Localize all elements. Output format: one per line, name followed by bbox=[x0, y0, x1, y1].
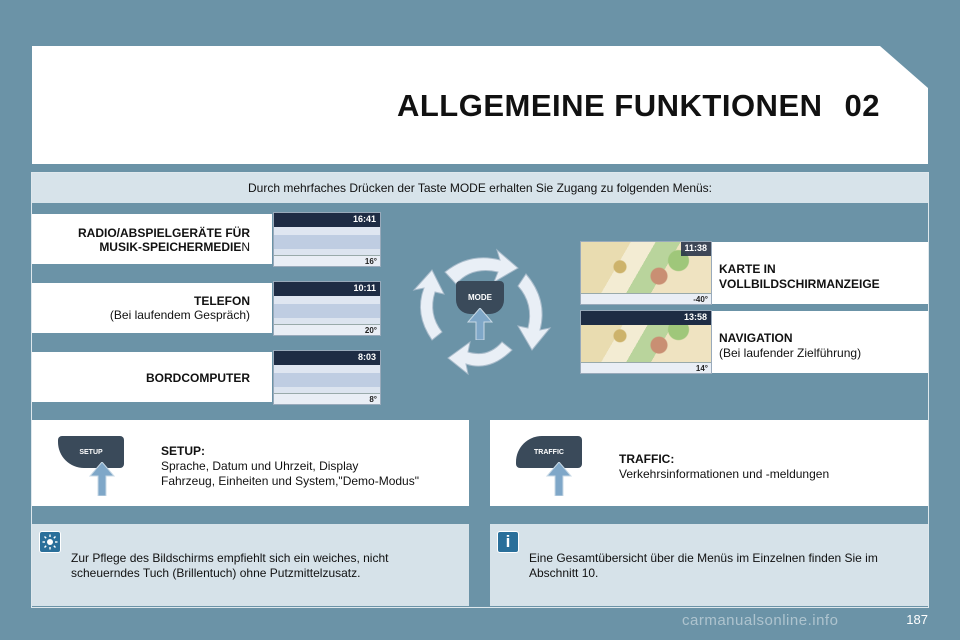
info-note bbox=[490, 524, 928, 606]
chapter-number: 02 bbox=[844, 88, 880, 123]
screen-bordcomputer: 8:03 8° bbox=[273, 350, 381, 405]
traffic-button[interactable]: TRAFFIC bbox=[516, 436, 582, 468]
row-radio bbox=[32, 214, 272, 264]
mode-press-arrow-icon bbox=[466, 308, 494, 340]
cycle-arrow-right-icon bbox=[517, 273, 552, 351]
cycle-arrow-top-icon bbox=[444, 248, 519, 285]
screen-navigation: 13:58 14° bbox=[580, 310, 712, 374]
main-panel bbox=[31, 172, 929, 608]
traffic-press-arrow-icon bbox=[545, 462, 573, 496]
intro-text: Durch mehrfaches Drücken der Taste MODE … bbox=[247, 181, 713, 195]
setup-press-arrow-icon bbox=[88, 462, 116, 496]
screen-karte: 11:38 -40° bbox=[580, 241, 712, 305]
screen-telefon: 10:11 20° bbox=[273, 281, 381, 336]
traffic-text: TRAFFIC:Verkehrsinformationen und -meldu… bbox=[619, 452, 830, 481]
intro-band bbox=[32, 173, 928, 203]
row-navigation-label: NAVIGATION(Bei laufender Zielführung) bbox=[719, 331, 862, 360]
setup-button[interactable]: SETUP bbox=[58, 436, 124, 468]
row-navigation bbox=[712, 311, 928, 373]
row-telefon-label: TELEFON(Bei laufendem Gespräch) bbox=[109, 294, 250, 322]
sun-icon bbox=[39, 531, 61, 553]
cycle-arrow-bottom-icon bbox=[447, 340, 513, 376]
care-note bbox=[32, 524, 469, 606]
setup-text: SETUP:Sprache, Datum und Uhrzeit, Displa… bbox=[161, 444, 419, 488]
mode-cycle-arrows bbox=[412, 248, 552, 376]
cycle-arrow-left-icon bbox=[412, 269, 445, 341]
page-number: 187 bbox=[906, 612, 928, 627]
screen-radio: 16:41 16° bbox=[273, 212, 381, 267]
row-telefon bbox=[32, 283, 272, 333]
row-bordcomputer bbox=[32, 352, 272, 402]
row-karte bbox=[712, 242, 928, 304]
header-panel bbox=[32, 46, 928, 164]
row-bordcomputer-label: BORDCOMPUTER bbox=[146, 371, 250, 385]
info-note-text: Eine Gesamtübersicht über die Menüs im E… bbox=[529, 551, 878, 580]
info-icon: i bbox=[497, 531, 519, 553]
watermark: carmanualsonline.info bbox=[682, 612, 839, 629]
care-note-text: Zur Pflege des Bildschirms empfiehlt sic… bbox=[71, 551, 389, 580]
